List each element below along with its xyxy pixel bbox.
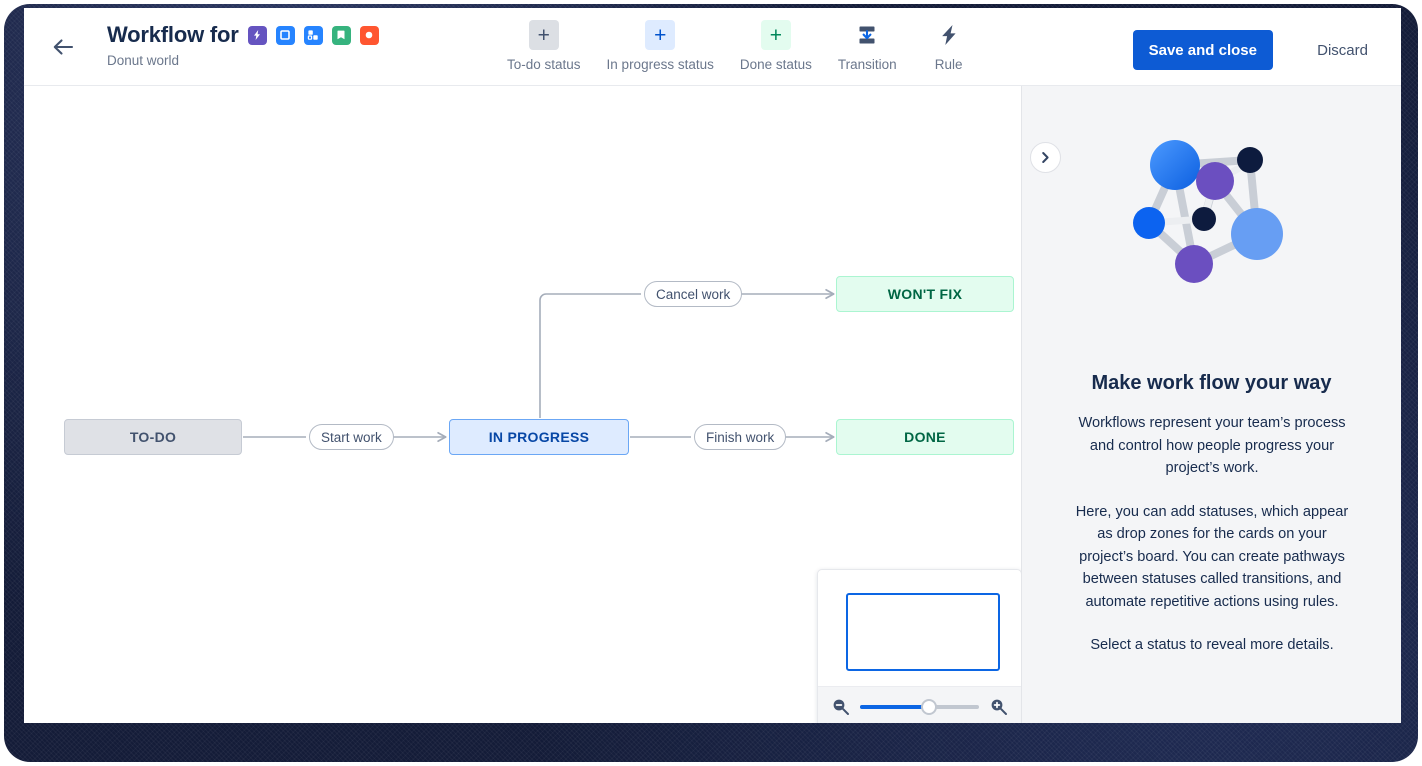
panel-heading: Make work flow your way: [1091, 372, 1332, 394]
transition-finish-work[interactable]: Finish work: [694, 424, 787, 450]
status-toolbar: + To-do status + In progress status + Do…: [494, 20, 988, 72]
transition-label: Finish work: [706, 429, 775, 445]
workflow-canvas[interactable]: TO-DO IN PROGRESS DONE WON'T FIX Start w…: [24, 86, 1021, 723]
zoom-slider[interactable]: [860, 698, 979, 715]
zoom-slider-thumb[interactable]: [921, 698, 938, 715]
status-node-wont-fix[interactable]: WON'T FIX: [836, 276, 1014, 312]
title-block: Workflow for: [107, 22, 379, 69]
panel-paragraph: Workflows represent your team’s process …: [1078, 415, 1346, 476]
status-node-label: WON'T FIX: [887, 286, 963, 302]
transition-label: Start work: [321, 429, 382, 445]
app-header: Workflow for: [24, 8, 1401, 86]
add-rule-button[interactable]: Rule: [910, 20, 988, 72]
tool-label: Transition: [837, 57, 897, 72]
canvas-minimap[interactable]: [817, 569, 1021, 723]
add-done-status-button[interactable]: + Done status: [727, 20, 825, 72]
transition-cancel-work[interactable]: Cancel work: [644, 281, 743, 307]
status-node-label: TO-DO: [129, 429, 177, 445]
plus-icon: +: [760, 20, 791, 50]
rule-icon-box: [934, 20, 964, 50]
workflow-editor-app: Workflow for: [24, 8, 1401, 723]
workflow-edges: [243, 288, 835, 443]
minimap-viewport-rect[interactable]: [846, 593, 1000, 671]
zoom-in-button[interactable]: [988, 696, 1009, 717]
plus-icon: +: [645, 20, 676, 50]
zoom-slider-fill: [860, 704, 930, 709]
page-title: Workflow for: [107, 22, 239, 47]
add-inprogress-status-button[interactable]: + In progress status: [594, 20, 727, 72]
status-node-done[interactable]: DONE: [836, 419, 1014, 455]
magnifier-plus-icon: [991, 699, 1007, 715]
zoom-out-button[interactable]: [830, 696, 851, 717]
panel-paragraph: Select a status to reveal more details.: [1090, 637, 1334, 653]
zoom-controls: [818, 686, 1021, 723]
lightning-badge-icon: [247, 25, 267, 45]
title-row: Workflow for: [107, 22, 379, 48]
status-node-todo[interactable]: TO-DO: [64, 419, 242, 455]
info-side-panel: Make work flow your way Workflows repres…: [1021, 86, 1401, 723]
tool-label: Done status: [739, 57, 812, 72]
tool-label: Rule: [934, 57, 963, 72]
subtask-badge-icon: [303, 25, 323, 45]
panel-body: Workflows represent your team’s process …: [1074, 412, 1350, 657]
magnifier-minus-icon: [833, 699, 849, 715]
workflow-network-graph-illustration: [1087, 124, 1337, 354]
tool-label: In progress status: [606, 57, 714, 72]
status-node-label: IN PROGRESS: [488, 429, 590, 445]
plus-icon: +: [528, 20, 559, 50]
status-node-label: DONE: [904, 429, 946, 445]
transition-label: Cancel work: [656, 286, 731, 302]
chevron-right-icon: [1042, 152, 1049, 163]
add-todo-status-button[interactable]: + To-do status: [494, 20, 594, 72]
save-and-close-button[interactable]: Save and close: [1132, 30, 1273, 70]
square-outline-badge-icon: [275, 25, 295, 45]
transition-icon-box: [852, 20, 882, 50]
panel-paragraph: Here, you can add statuses, which appear…: [1075, 503, 1349, 610]
transition-start-work[interactable]: Start work: [309, 424, 394, 450]
circle-badge-icon: [359, 25, 379, 45]
page-subtitle: Donut world: [107, 53, 180, 68]
transition-icon: [859, 26, 875, 44]
back-button[interactable]: [46, 30, 80, 64]
status-node-in-progress[interactable]: IN PROGRESS: [449, 419, 629, 455]
discard-button[interactable]: Discard: [1307, 30, 1378, 70]
add-transition-button[interactable]: Transition: [825, 20, 910, 72]
bookmark-badge-icon: [331, 25, 351, 45]
collapse-panel-button[interactable]: [1030, 142, 1061, 173]
tool-label: To-do status: [507, 57, 581, 72]
rule-lightning-icon: [941, 25, 956, 45]
arrow-left-icon: [53, 39, 74, 55]
